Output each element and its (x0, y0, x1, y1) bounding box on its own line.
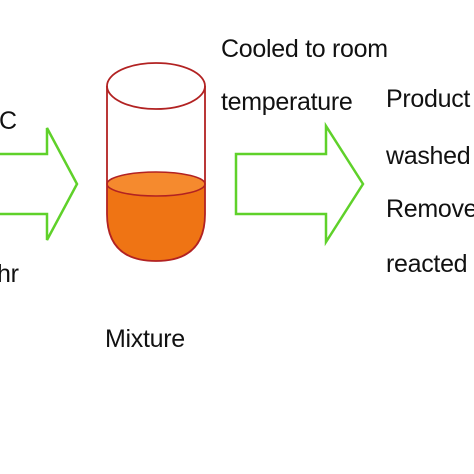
mixture-label: Mixture (105, 325, 185, 353)
washing-step-label-3: Remove n (386, 195, 474, 223)
washing-step-label-1: Product is (386, 85, 474, 113)
liquid-surface (106, 171, 206, 197)
beaker-outline (106, 86, 206, 262)
washing-step-label-2: washed to (386, 142, 474, 170)
left-condition-label-1: C (0, 107, 17, 135)
cooling-step-label-1: Cooled to room (221, 35, 388, 63)
orange-mixture-liquid (107, 184, 205, 261)
cooling-step-label-2: temperature (221, 88, 353, 116)
left-condition-label-2: hr (0, 260, 19, 288)
middle-process-arrow-icon (234, 121, 365, 247)
washing-step-label-4: reacted po (386, 250, 474, 278)
left-process-arrow-icon (0, 127, 79, 241)
beaker-icon (106, 62, 206, 262)
beaker-rim (106, 62, 206, 110)
